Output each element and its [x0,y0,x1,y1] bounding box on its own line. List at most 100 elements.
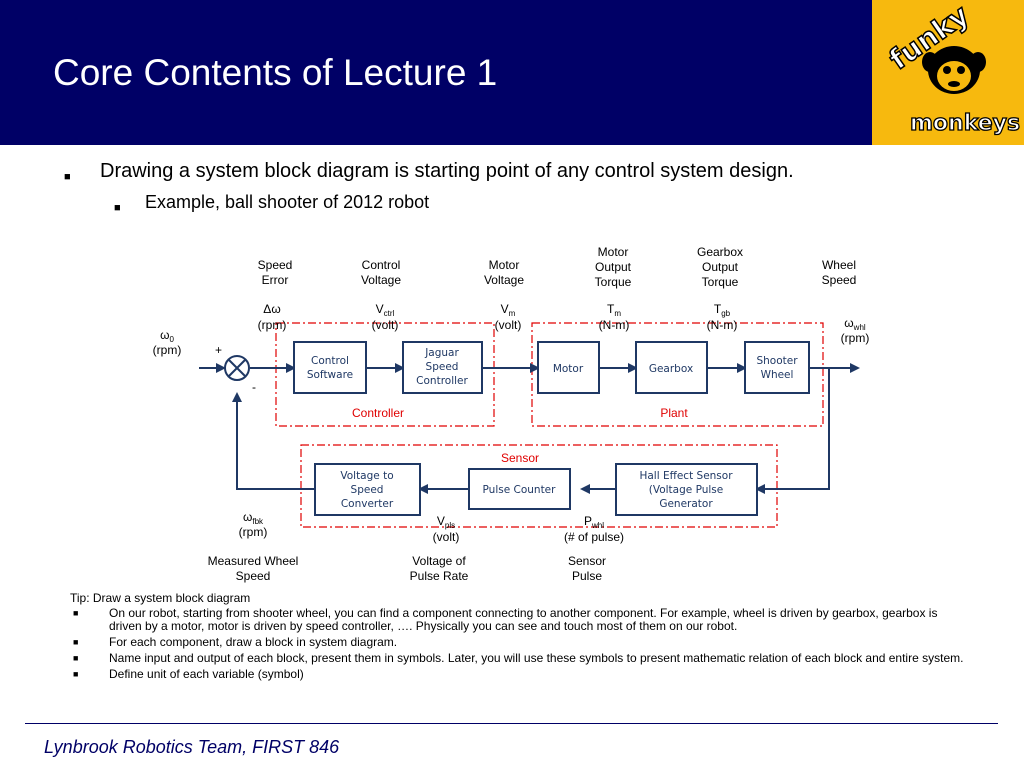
tip-item: ■Name input and output of each block, pr… [73,651,964,665]
speed-error-label-line-1: Speed [258,258,293,272]
motor-output-torque-label-line-2: Output [595,260,632,274]
symbol-vm-unit: (volt) [495,318,522,332]
symbol-tm-unit: (N-m) [599,318,630,332]
wheel-speed-label-line-1: Wheel [822,258,856,272]
symbol-vctrl-unit: (volt) [372,318,399,332]
bullet-list: ■ Drawing a system block diagram is star… [62,158,1002,214]
gearbox-output-torque-label-line-2: Output [702,260,739,274]
voltage-of-pulse-rate-label-line-2: Pulse Rate [410,569,469,583]
logo-word-bottom: monkeys [910,111,1020,136]
bullet-main: ■ Drawing a system block diagram is star… [62,158,1002,184]
title-banner: Core Contents of Lecture 1 [0,0,872,145]
tip-section: Tip: Draw a system block diagram ■On our… [70,592,970,684]
bullet-sub-text: Example, ball shooter of 2012 robot [145,192,430,212]
footer-divider [25,723,998,724]
motor-output-torque-label-line-1: Motor [598,245,629,259]
motor-output-torque-label-line-3: Torque [595,275,632,289]
control-software-label-line-2: Software [307,369,353,381]
hall-sensor-label-line-2: (Voltage Pulse [649,484,723,496]
tip-item: ■On our robot, starting from shooter whe… [73,606,938,633]
minus-sign: - [252,380,256,394]
controller-group [275,322,495,427]
square-bullet-icon: ■ [73,669,79,679]
plus-sign: + [215,343,222,357]
measured-wheel-speed-label-line-1: Measured Wheel [208,554,299,568]
plant-group-label: Plant [660,406,688,420]
plant-group [531,322,824,427]
jaguar-label-line-3: Controller [416,375,468,387]
speed-error-label-line-2: Error [262,273,289,287]
feedback-line [232,392,315,490]
symbol-vpls: Vpls [437,514,455,530]
symbol-vpls-unit: (volt) [433,530,460,544]
shooter-wheel-block [744,341,810,394]
jaguar-label-line-2: Speed [426,361,459,373]
symbol-wfbk-unit: (rpm) [239,525,268,539]
jaguar-label-line-1: Jaguar [424,347,459,359]
slide-title: Core Contents of Lecture 1 [53,52,498,93]
tip-heading: Tip: Draw a system block diagram [70,591,251,605]
measured-wheel-speed-label-line-2: Speed [236,569,271,583]
summing-junction [224,355,250,381]
sensor-pulse-label-line-2: Pulse [572,569,602,583]
tip-item: ■Define unit of each variable (symbol) [73,667,304,681]
hall-sensor-label-line-3: Generator [659,498,713,510]
sensor-group [300,444,778,528]
tip-item: ■For each component, draw a block in sys… [73,635,398,649]
control-software-label-line-1: Control [311,355,349,367]
symbol-tgb-unit: (N-m) [707,318,738,332]
square-bullet-icon: ■ [64,171,71,183]
sensor-pulse-label-line-1: Sensor [568,554,606,568]
square-bullet-icon: ■ [73,653,79,663]
symbol-tgb: Tgb [714,302,731,318]
footer-text: Lynbrook Robotics Team, FIRST 846 [44,737,340,757]
control-voltage-label-line-1: Control [362,258,401,272]
v2s-label-line-3: Converter [341,498,394,510]
square-bullet-icon: ■ [114,202,121,214]
symbol-vctrl: Vctrl [376,302,395,318]
control-voltage-label-line-2: Voltage [361,273,401,287]
control-software-block [293,341,367,394]
shooter-wheel-label-line-1: Shooter [756,355,798,367]
motor-label-line-1: Motor [553,363,584,375]
pulse-counter-label-line-1: Pulse Counter [483,484,557,496]
symbol-pwhl: Pwhl [584,514,604,530]
jaguar-speed-controller-block [402,341,483,394]
controller-group-label: Controller [352,406,404,420]
wheel-speed-label-line-2: Speed [822,273,857,287]
square-bullet-icon: ■ [73,637,79,647]
hall-sensor-label-line-1: Hall Effect Sensor [639,470,733,482]
symbol-tm: Tm [607,302,621,318]
symbol-wwhl-unit: (rpm) [841,331,870,345]
v2s-label-line-1: Voltage to [340,470,393,482]
symbol-wfbk: ωfbk [243,510,264,526]
gearbox-label-line-1: Gearbox [649,363,693,375]
shooter-wheel-label-line-2: Wheel [761,369,794,381]
hall-effect-sensor-block [615,463,758,516]
symbol-w0: ω0 [160,328,174,344]
symbol-wwhl: ωwhl [844,316,866,332]
bullet-main-text: Drawing a system block diagram is starti… [100,160,794,182]
gearbox-output-torque-label-line-3: Torque [702,275,739,289]
symbol-dw-unit: (rpm) [258,318,287,332]
symbol-vm: Vm [501,302,516,318]
system-block-diagram: Controller Plant Sensor + - ControlSoftw… [153,245,870,583]
gearbox-output-torque-label-line-1: Gearbox [697,245,743,259]
bullet-sub: ■ Example, ball shooter of 2012 robot [62,190,1002,214]
v2s-label-line-2: Speed [351,484,384,496]
gearbox-block [635,341,708,394]
funky-monkeys-logo: funky monkeys [872,0,1024,145]
tip-list: ■On our robot, starting from shooter whe… [70,607,970,681]
symbol-pwhl-unit: (# of pulse) [564,530,624,544]
symbol-dw: Δω [263,302,280,316]
voltage-of-pulse-rate-label-line-1: Voltage of [412,554,466,568]
voltage-to-speed-converter-block [314,463,421,516]
pulse-counter-block [468,468,571,510]
monkey-logo-icon: funky monkeys [882,0,1020,137]
wheel-to-sensor-line [755,368,830,494]
motor-voltage-label-line-1: Motor [489,258,520,272]
motor-voltage-label-line-2: Voltage [484,273,524,287]
symbol-w0-unit: (rpm) [153,343,182,357]
sensor-group-label: Sensor [501,451,539,465]
motor-block [537,341,600,394]
